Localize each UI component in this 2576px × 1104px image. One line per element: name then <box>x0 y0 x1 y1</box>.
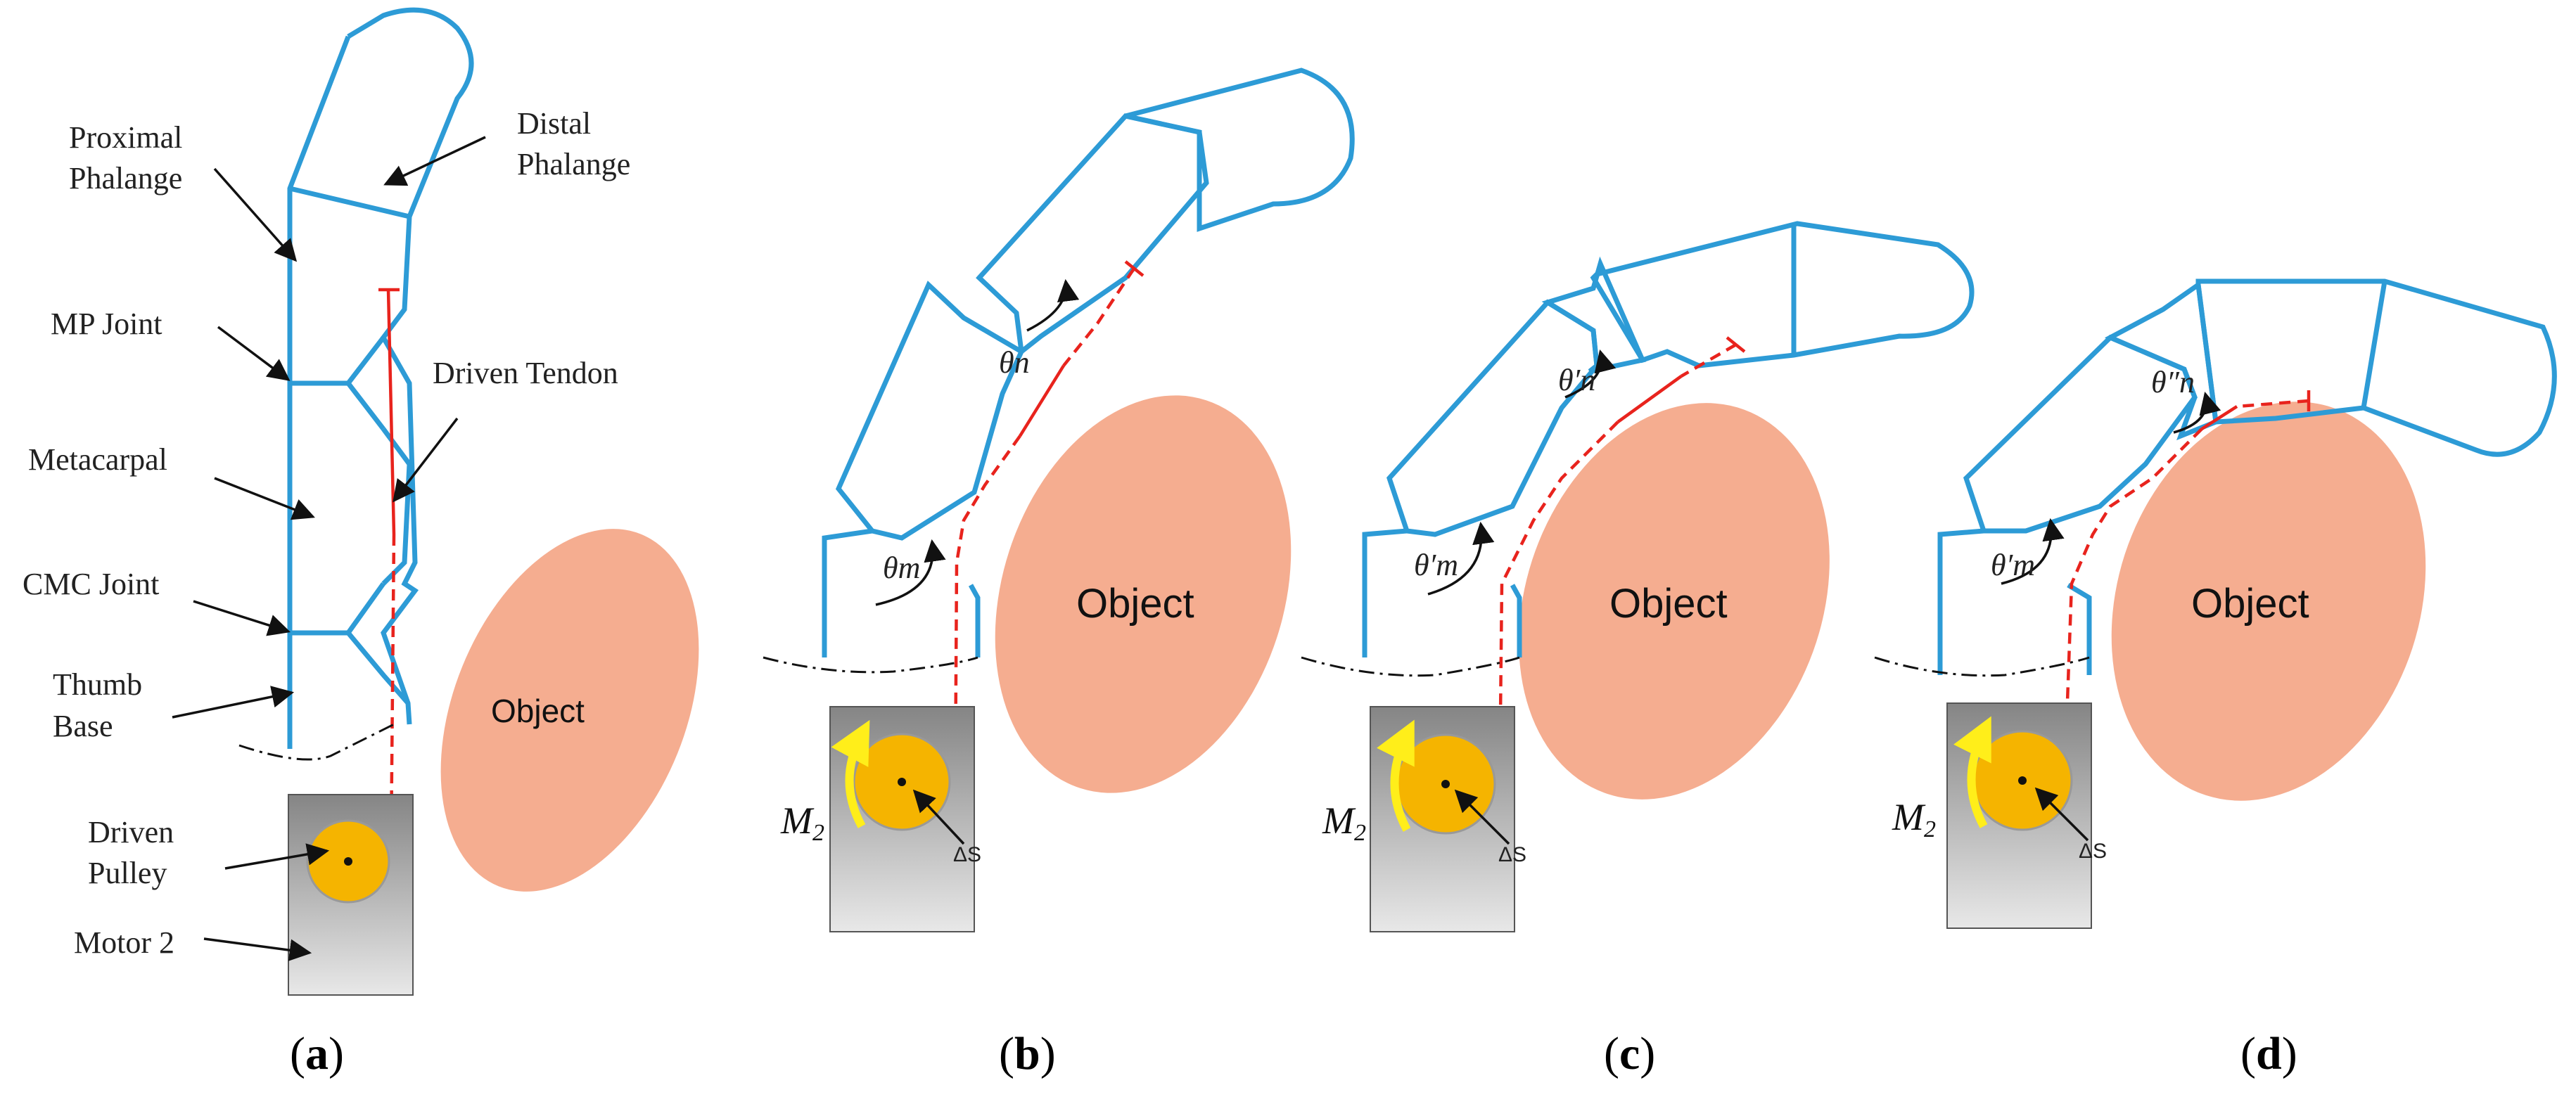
tendon-solid <box>2200 405 2238 430</box>
tendon-dashed-upper <box>2236 399 2309 409</box>
label-cmc-joint: CMC Joint <box>23 567 159 601</box>
base-line <box>763 656 978 674</box>
panel-a: Object Proxima <box>23 7 699 996</box>
arrow-thumb-base <box>172 686 295 719</box>
label-motor: Motor 2 <box>74 925 174 960</box>
theta-n-arc <box>2173 391 2221 434</box>
caption-b: (b) <box>999 1028 1056 1079</box>
motor-label: M2 <box>1892 796 1936 842</box>
object-shape <box>440 529 699 892</box>
tendon-dashed-upper <box>1062 267 1135 367</box>
theta-n-arc <box>1564 349 1617 399</box>
label-metacarpal: Metacarpal <box>28 442 167 477</box>
pulley-center <box>898 778 906 786</box>
arrow-mp-joint <box>217 326 291 381</box>
base-line <box>1301 656 1520 677</box>
pulley-center <box>2018 776 2027 785</box>
object-label: Object <box>491 693 585 729</box>
label-thumb-base-2: Base <box>53 709 113 743</box>
theta-m-label: θm <box>883 551 920 585</box>
tendon-solid <box>1019 364 1065 437</box>
label-thumb-base-1: Thumb <box>53 667 142 702</box>
theta-m-label: θ′m <box>1991 548 2035 582</box>
label-pulley-1: Driven <box>88 815 174 849</box>
label-distal-2: Phalange <box>517 147 630 181</box>
caption-c: (c) <box>1604 1028 1655 1079</box>
motor-label: M2 <box>1322 800 1366 846</box>
delta-s-label: ΔS <box>2079 840 2107 863</box>
arrow-cmc-joint <box>193 600 291 636</box>
caption-d: (d) <box>2240 1028 2297 1079</box>
finger-outline <box>822 68 1355 657</box>
motor-label: M2 <box>780 800 824 846</box>
object-label: Object <box>2191 581 2309 627</box>
tendon-dashed-lower <box>2062 428 2203 781</box>
label-driven-tendon: Driven Tendon <box>433 356 618 390</box>
object-shape <box>1519 403 1830 800</box>
theta-n-label: θ″n <box>2151 365 2195 399</box>
label-distal-1: Distal <box>517 106 591 141</box>
arrow-tendon <box>393 417 459 503</box>
theta-m-label: θ′m <box>1414 548 1458 582</box>
arrow-distal <box>383 136 486 186</box>
pulley-center <box>1441 780 1450 788</box>
finger-outline <box>1362 221 1975 657</box>
theta-n-label: θ′n <box>1558 363 1595 397</box>
finger-outline <box>1937 278 2557 675</box>
object-label: Object <box>1609 581 1728 627</box>
theta-m-arc <box>2001 518 2065 585</box>
base-line <box>238 723 395 761</box>
delta-s-label: ΔS <box>953 843 981 866</box>
theta-m-arc <box>1427 521 1495 596</box>
label-proximal-1: Proximal <box>69 120 182 155</box>
delta-s-label: ΔS <box>1498 843 1526 866</box>
delta-s-arrow <box>1454 789 1510 845</box>
arrow-metacarpal <box>214 477 315 520</box>
delta-s-arrow <box>2034 787 2089 842</box>
tendon-dashed-upper <box>1680 343 1737 378</box>
delta-s-arrow <box>912 789 965 845</box>
label-proximal-2: Phalange <box>69 161 182 195</box>
object-shape <box>2111 402 2426 801</box>
tendon-solid <box>1617 375 1683 423</box>
label-pulley-2: Pulley <box>88 856 167 890</box>
tendon-cap <box>1124 260 1144 277</box>
arrow-pulley <box>224 843 330 870</box>
theta-n-label: θn <box>999 345 1030 380</box>
rotation-arrow <box>831 719 870 828</box>
label-mp-joint: MP Joint <box>51 307 162 341</box>
tendon-dashed-lower <box>1498 421 1619 785</box>
object-shape <box>995 395 1292 793</box>
rotation-arrow <box>1953 716 1991 828</box>
caption-a: (a) <box>290 1028 344 1079</box>
pulley-center <box>344 857 352 866</box>
rotation-arrow <box>1377 719 1415 832</box>
theta-m-arc <box>875 539 946 606</box>
panel-c: Object θ′n θ′m M2 ΔS <box>1301 221 1975 932</box>
panel-b: Object θn θm M2 ΔS <box>763 68 1355 932</box>
theta-n-arc <box>1026 278 1080 332</box>
panel-d: Object θ″n θ′m M2 ΔS <box>1874 278 2557 929</box>
tendon-dashed-lower <box>953 435 1021 785</box>
tendon-dashed <box>389 534 396 845</box>
object-label: Object <box>1076 581 1194 627</box>
finger-outline <box>287 7 474 749</box>
base-line <box>1874 656 2090 677</box>
arrow-proximal <box>213 167 298 262</box>
arrow-motor <box>203 937 312 961</box>
